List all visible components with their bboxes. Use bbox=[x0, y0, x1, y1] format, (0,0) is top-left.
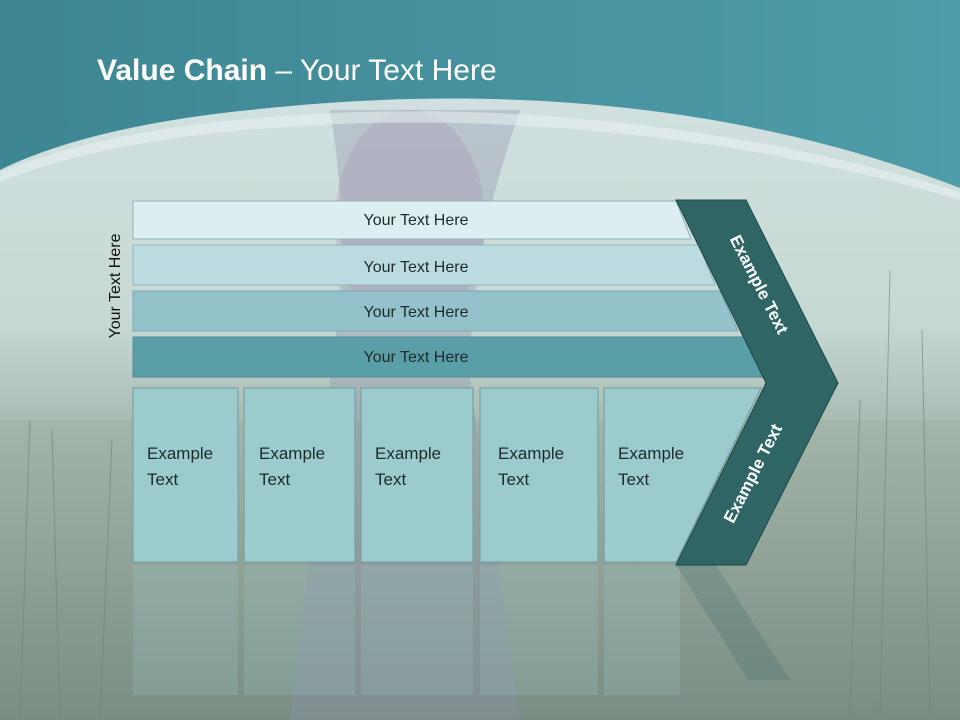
title-rest: – Your Text Here bbox=[267, 54, 497, 87]
bar-3-label: Your Text Here bbox=[364, 304, 469, 321]
box-3-line2: Text bbox=[375, 470, 406, 489]
box-5-line1: Example bbox=[618, 444, 684, 463]
box-5 bbox=[603, 387, 762, 563]
box-2-line2: Text bbox=[259, 470, 290, 489]
bar-2-label: Your Text Here bbox=[364, 259, 469, 276]
box-1-line1: Example bbox=[147, 444, 213, 463]
diagram-reflection bbox=[133, 565, 790, 695]
bar-2 bbox=[132, 244, 716, 286]
bar-1 bbox=[132, 200, 692, 240]
box-4-line2: Text bbox=[498, 470, 529, 489]
box-2-line1: Example bbox=[259, 444, 325, 463]
box-2 bbox=[243, 387, 356, 563]
box-1-line2: Text bbox=[147, 470, 178, 489]
box-3 bbox=[360, 387, 474, 563]
box-4-line1: Example bbox=[498, 444, 564, 463]
title-bold: Value Chain bbox=[97, 54, 268, 87]
box-3-line1: Example bbox=[375, 444, 441, 463]
box-1 bbox=[132, 387, 239, 563]
bar-1-label: Your Text Here bbox=[364, 212, 469, 229]
chevron-arrow bbox=[675, 199, 839, 566]
box-5-line2: Text bbox=[618, 470, 649, 489]
slide-title: Value Chain – Your Text Here bbox=[97, 54, 497, 88]
bar-3 bbox=[132, 290, 739, 332]
box-4 bbox=[479, 387, 599, 563]
bar-4-label: Your Text Here bbox=[364, 349, 469, 366]
